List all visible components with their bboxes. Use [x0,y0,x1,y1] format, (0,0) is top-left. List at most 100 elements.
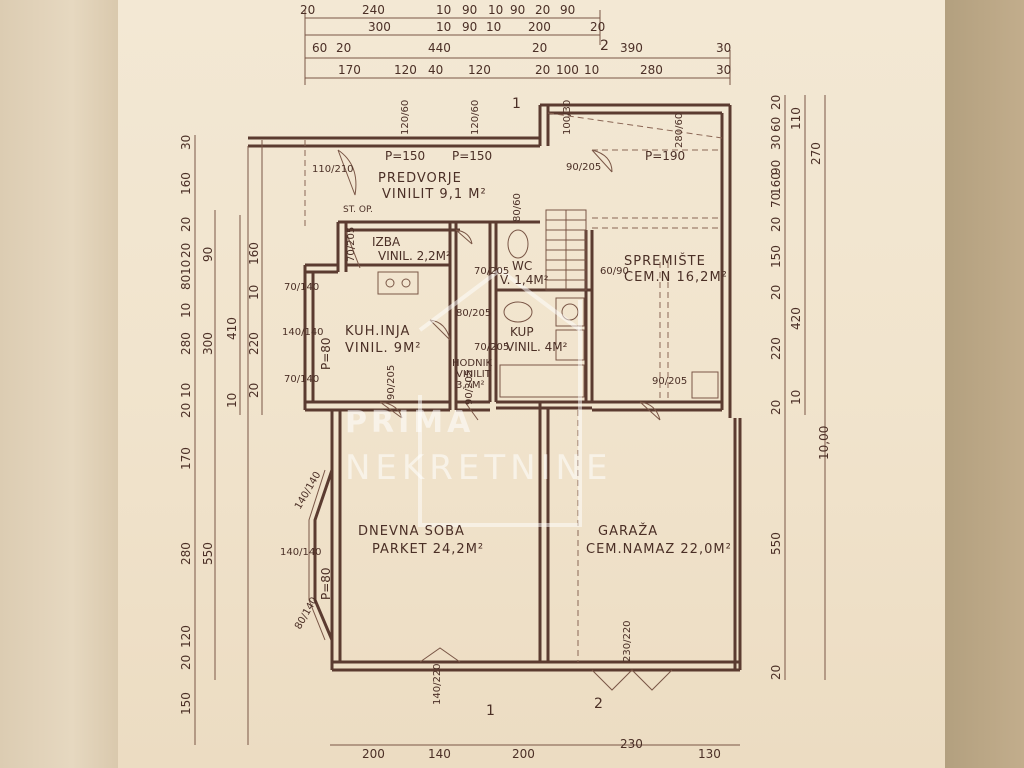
bay-window [308,469,334,641]
opening-label: 100/30 [562,100,573,135]
inner-walls [346,220,722,662]
door-swings [337,149,673,691]
dimension-lines [194,10,826,746]
dims-bottom: 200 140 200 230 130 [362,737,721,761]
dim-text: 30 [769,135,783,150]
dim-text: 30 [716,41,731,55]
dim-text: 20 [532,41,547,55]
opening-label: 80/205 [456,308,491,319]
section-1-bottom: 1 [486,703,495,719]
dim-text: 20 [179,217,193,232]
dim-text: 10 [486,20,501,34]
opening-label: 120/60 [400,100,411,135]
dim-text: 20 [179,403,193,418]
section-2-bottom: 2 [594,696,603,712]
dim-text: 300 [368,20,391,34]
dim-text: 150 [769,245,783,268]
dim-text: 110 [789,107,803,130]
dims-top-row2: 300 10 90 10 200 20 [368,20,605,34]
opening-label: 90/205 [652,376,687,387]
label-st-op: ST. OP. [343,205,373,215]
opening-label: 70/205 [346,227,357,262]
opening-label: 110/210 [312,164,354,175]
dim-text: 280 [179,542,193,565]
dim-text: 160 [769,172,783,195]
room-spremiste-detail: CEM.N 16,2M² [624,270,728,285]
opening-label: 90/205 [386,365,397,400]
room-garaza-name: GARAŽA [598,523,658,539]
dim-text: 240 [362,3,385,17]
opening-label: 120/60 [470,100,481,135]
room-dnevna-name: DNEVNA SOBA [358,524,465,539]
dim-text: 10 [179,260,193,275]
dim-text: 90 [510,3,525,17]
dim-text: 10 [179,303,193,318]
dim-text: 40 [428,63,443,77]
opening-label: 90/205 [464,370,475,405]
room-kup-name: KUP [510,325,534,339]
room-predvorje-name: PREDVORJE [378,171,462,186]
dim-text: 20 [535,3,550,17]
dims-top-row4: 170 120 40 120 20 100 10 280 30 [338,63,731,77]
dim-text: 280 [179,332,193,355]
room-kuhinja-detail: VINIL. 9M² [345,341,422,356]
dim-text: 150 [179,692,193,715]
dim-text: 90 [462,3,477,17]
dim-text: 10 [247,285,261,300]
label-p80b: P=80 [319,567,333,600]
dim-text: 170 [338,63,361,77]
label-p80a: P=80 [319,337,333,370]
dim-text: 30 [179,135,193,150]
dim-text: 20 [535,63,550,77]
dim-text: 90 [560,3,575,17]
dim-text: 10,00 [817,426,831,460]
dim-text: 220 [247,332,261,355]
opening-label: 140/140 [282,327,324,338]
dims-right-col1: 20 30 60 90 70 20 20 20 20 [769,95,783,680]
room-kup-detail: VINIL. 4M² [506,340,568,354]
dim-text: 90 [769,160,783,175]
dim-text: 160 [247,242,261,265]
dim-text: 440 [428,41,451,55]
room-dnevna-detail: PARKET 24,2M² [372,542,484,557]
dim-text: 120 [179,625,193,648]
dim-text: 60 [312,41,327,55]
dims-left-col4: 160 10 20 [247,242,261,398]
paper-left-page [0,0,120,768]
dim-text: 10 [584,63,599,77]
dim-text: 300 [201,332,215,355]
opening-label: 80/140 [293,596,320,632]
opening-label: 70/140 [284,374,319,385]
dim-text: 230 [620,737,643,751]
dims-right-col4: 10,00 [817,426,831,460]
room-hodnik-detail1: VINILIT [456,369,492,380]
opening-label: 90/205 [566,162,601,173]
dim-text: 20 [179,655,193,670]
dim-text: 100 [556,63,579,77]
dim-text: 420 [789,307,803,330]
dims-left-col2: 90 300 550 [201,247,215,565]
dim-text: 220 [769,337,783,360]
opening-label: 280/60 [674,113,685,148]
dim-text: 20 [590,20,605,34]
dim-text: 20 [179,243,193,258]
outer-walls [248,103,742,672]
dim-text: 90 [201,247,215,262]
dim-text: 10 [789,390,803,405]
dim-text: 10 [179,383,193,398]
dims-top-row1: 20 240 10 90 10 90 20 90 [300,3,575,17]
dim-text: 10 [436,20,451,34]
dim-text: 550 [201,542,215,565]
room-hodnik-name: HODNIK [452,358,493,369]
dim-text: 200 [362,747,385,761]
dim-text: 170 [179,447,193,470]
dim-text: 200 [528,20,551,34]
dim-text: 160 [179,172,193,195]
watermark-frame [418,267,582,527]
room-wc-name: WC [512,259,532,273]
dim-text: 120 [468,63,491,77]
dims-right-col3: 270 420 10 [789,142,823,405]
dims-left-col1: 30 160 20 20 10 80 10 280 10 20 170 280 … [179,135,193,715]
dim-text: 130 [698,747,721,761]
